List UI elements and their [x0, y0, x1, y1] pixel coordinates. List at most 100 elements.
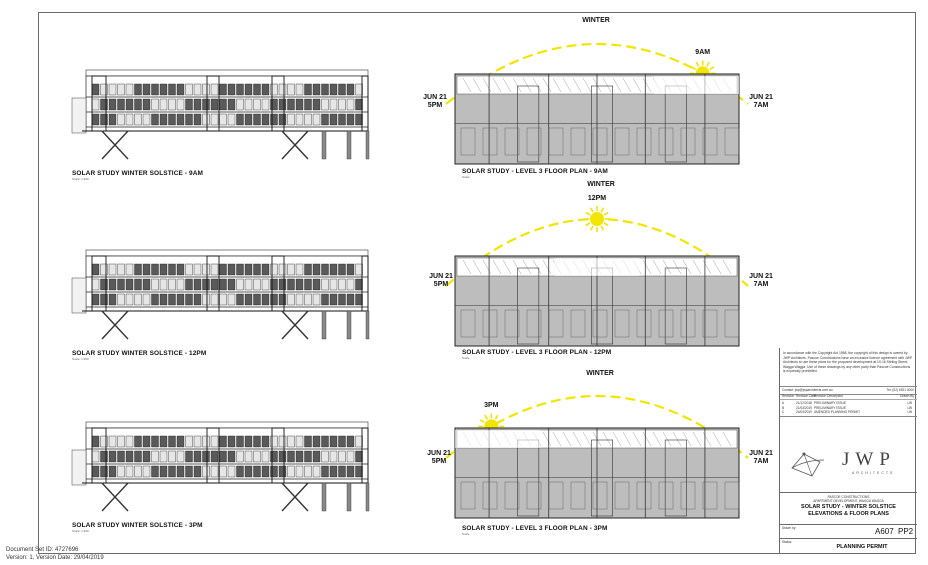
window	[261, 435, 270, 448]
sunlit-area	[554, 258, 640, 276]
season-label: WINTER	[582, 17, 610, 24]
window	[236, 98, 244, 111]
hatch-line	[652, 259, 662, 275]
window	[270, 450, 278, 463]
window	[91, 293, 100, 306]
sun-disc	[590, 212, 604, 226]
window	[236, 435, 244, 448]
hatch-line	[652, 431, 662, 447]
window	[168, 450, 176, 463]
window	[329, 278, 338, 291]
drawing-number: A607	[875, 527, 894, 536]
hatch-line	[462, 259, 472, 275]
window	[117, 293, 125, 306]
window	[253, 450, 261, 463]
window	[91, 450, 100, 463]
window	[142, 435, 151, 448]
hatch-line	[612, 77, 622, 93]
window	[338, 435, 346, 448]
room	[680, 481, 696, 510]
window	[151, 465, 159, 478]
window	[185, 465, 193, 478]
support-column	[346, 310, 352, 340]
window	[312, 450, 321, 463]
window	[355, 263, 363, 276]
window	[329, 113, 338, 126]
hatch-line	[512, 259, 522, 275]
window	[295, 98, 304, 111]
window	[346, 113, 355, 126]
room	[548, 309, 564, 338]
window	[355, 435, 363, 448]
sun-path-arc	[445, 206, 749, 287]
window	[287, 278, 295, 291]
sun-ray	[709, 66, 715, 71]
hatch-line	[522, 259, 532, 275]
window	[159, 278, 168, 291]
drawing-title-line1: SOLAR STUDY - WINTER SOLSTICE	[801, 504, 896, 510]
window	[270, 263, 278, 276]
room	[636, 127, 652, 156]
room	[460, 127, 476, 156]
window	[261, 263, 270, 276]
window	[100, 293, 108, 306]
plan-caption: SOLAR STUDY - LEVEL 3 FLOOR PLAN - 12PM	[462, 349, 612, 356]
sunset-date: JUN 21	[429, 273, 453, 280]
room	[614, 309, 630, 338]
window	[253, 465, 261, 478]
window	[117, 113, 125, 126]
room	[570, 127, 586, 156]
window	[253, 83, 261, 96]
hatch-line	[472, 259, 482, 275]
window	[270, 98, 278, 111]
revision-drawn-by: LW	[907, 410, 912, 414]
sun-ray	[603, 222, 609, 227]
sunset-date: JUN 21	[427, 450, 451, 457]
window	[125, 465, 134, 478]
window	[142, 83, 151, 96]
window	[168, 83, 176, 96]
revision-date: 21/03/2019	[796, 405, 812, 410]
window	[142, 113, 151, 126]
window	[134, 293, 142, 306]
title-block: In accordance with the Copyright Act 196…	[779, 348, 917, 554]
window	[312, 113, 321, 126]
window	[287, 113, 295, 126]
window	[159, 83, 168, 96]
window	[108, 465, 117, 478]
room	[636, 481, 652, 510]
window	[108, 450, 117, 463]
window	[338, 113, 346, 126]
window	[210, 450, 219, 463]
window	[227, 83, 236, 96]
window	[338, 83, 346, 96]
window	[321, 278, 329, 291]
window	[125, 293, 134, 306]
window	[346, 450, 355, 463]
sun-ray	[600, 225, 605, 231]
window	[329, 98, 338, 111]
window	[185, 450, 193, 463]
window	[108, 293, 117, 306]
window	[244, 450, 253, 463]
plan-scale: Scale	[462, 356, 470, 360]
window	[244, 293, 253, 306]
window	[125, 450, 134, 463]
sun-time-label: 12PM	[587, 195, 607, 202]
window	[176, 450, 185, 463]
window	[321, 465, 329, 478]
core-stair	[517, 267, 540, 345]
window	[295, 83, 304, 96]
window	[219, 465, 227, 478]
window	[261, 450, 270, 463]
hatch-line	[582, 431, 592, 447]
window	[185, 113, 193, 126]
window	[346, 293, 355, 306]
window	[236, 278, 244, 291]
season-label: WINTER	[586, 370, 614, 377]
window	[134, 435, 142, 448]
window	[202, 293, 210, 306]
window	[193, 465, 202, 478]
window	[253, 263, 261, 276]
